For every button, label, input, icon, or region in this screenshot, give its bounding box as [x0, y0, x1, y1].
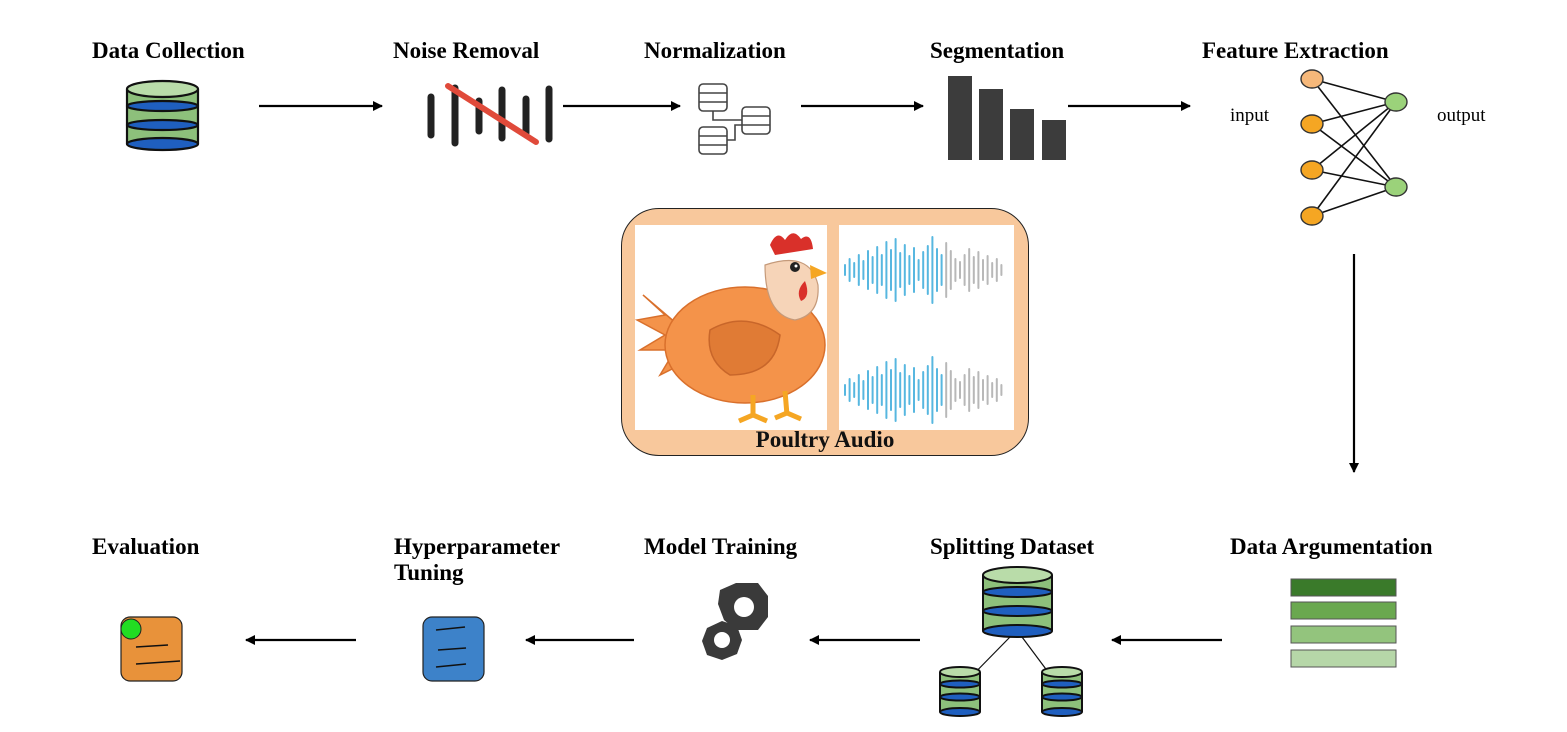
label-feature-extraction: Feature Extraction — [1202, 38, 1389, 63]
label-hyperparameter-tuning: Hyperparameter Tuning — [394, 534, 560, 585]
tuning-card-icon — [422, 616, 485, 682]
poultry-audio-panel: Poultry Audio — [621, 208, 1029, 456]
label-noise-removal: Noise Removal — [393, 38, 540, 63]
database-icon — [125, 79, 200, 152]
descending-bars-icon — [948, 76, 1066, 160]
input-label: input — [1230, 105, 1270, 126]
database-main — [982, 566, 1053, 638]
waveform-icon — [844, 236, 1003, 424]
output-label: output — [1437, 105, 1486, 126]
gears-icon — [702, 583, 768, 660]
poultry-audio-caption: Poultry Audio — [755, 427, 895, 452]
arrows-top — [245, 101, 1359, 645]
chicken-icon — [634, 233, 827, 424]
database-small-right — [1041, 666, 1083, 717]
label-splitting-dataset: Splitting Dataset — [930, 534, 1095, 559]
label-data-collection: Data Collection — [92, 38, 245, 63]
label-data-argumentation: Data Argumentation — [1230, 534, 1433, 559]
database-network-icon — [698, 83, 771, 155]
chicken-image-panel — [634, 225, 827, 430]
label-model-training: Model Training — [644, 534, 798, 559]
noise-off-icon — [427, 83, 553, 147]
label-segmentation: Segmentation — [930, 38, 1065, 63]
label-evaluation: Evaluation — [92, 534, 200, 559]
audio-waveform-panel — [839, 225, 1014, 430]
database-split-icon — [939, 566, 1083, 717]
evaluation-card-icon — [120, 616, 183, 682]
stacked-layers-icon — [1290, 578, 1397, 668]
neural-network-icon — [1300, 69, 1408, 226]
database-small-left — [939, 666, 981, 717]
label-normalization: Normalization — [644, 38, 786, 63]
